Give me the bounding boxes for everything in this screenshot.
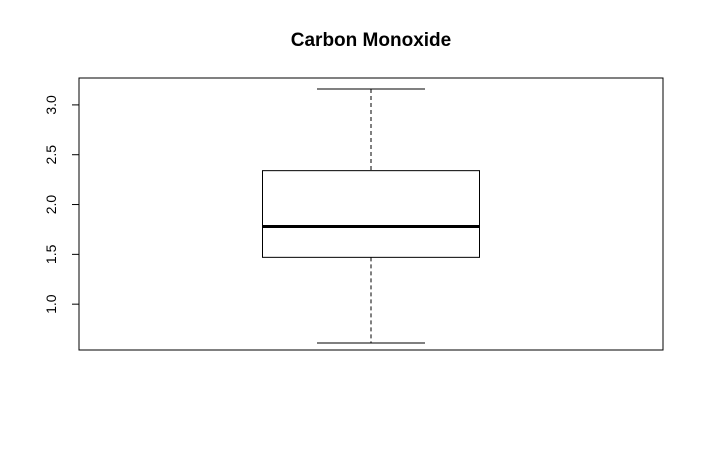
iqr-box xyxy=(262,170,480,258)
y-tick-label: 1.0 xyxy=(43,294,59,314)
y-tick-label: 2.5 xyxy=(43,145,59,165)
y-axis: 1.0 1.5 2.0 2.5 3.0 xyxy=(43,95,80,314)
box-plot xyxy=(262,88,480,344)
chart-title: Carbon Monoxide xyxy=(291,30,451,51)
y-tick-label: 2.0 xyxy=(43,195,59,215)
y-tick-label: 1.5 xyxy=(43,244,59,264)
y-tick-label: 3.0 xyxy=(43,95,59,115)
